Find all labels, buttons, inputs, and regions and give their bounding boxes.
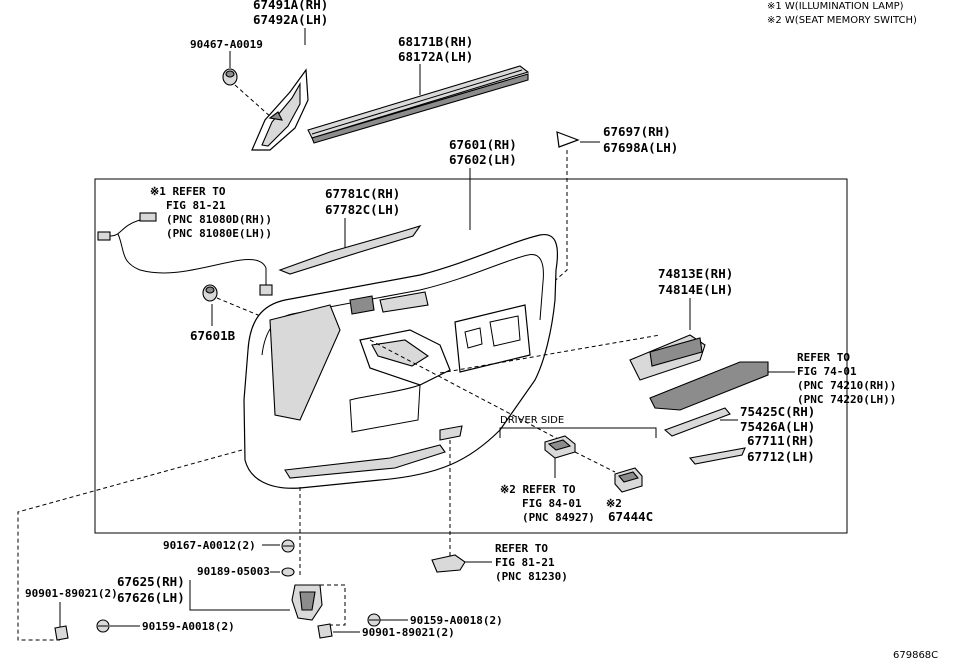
label-67626: 67626(LH) — [117, 590, 185, 605]
belt-moulding-68171b — [307, 65, 530, 144]
moulding-75425c — [663, 407, 731, 437]
bracket-67625 — [291, 584, 323, 621]
ref-81-21-line2: FIG 81-21 — [166, 199, 226, 212]
label-90159-right: 90159-A0018(2) — [410, 614, 503, 627]
ref-81-21b-line2: FIG 81-21 — [495, 556, 555, 569]
label-67492a: 67492A(LH) — [253, 12, 328, 27]
label-67601: 67601(RH) — [449, 137, 517, 152]
label-68172a: 68172A(LH) — [398, 49, 473, 64]
label-67602: 67602(LH) — [449, 152, 517, 167]
label-90159-left: 90159-A0018(2) — [142, 620, 235, 633]
label-90189: 90189-05003 — [197, 565, 270, 578]
figure-code: 679868C — [893, 650, 938, 661]
armrest-pad — [649, 361, 769, 411]
label-90467: 90467-A0019 — [190, 38, 263, 51]
label-67698a: 67698A(LH) — [603, 140, 678, 155]
upper-trim-67781c — [278, 225, 422, 275]
note-illumination: ※1 W(ILLUMINATION LAMP) — [767, 1, 904, 12]
driver-side-bracket — [499, 427, 657, 438]
label-67491a: 67491A(RH) — [253, 0, 328, 12]
ref-84-01-line2: FIG 84-01 — [522, 497, 582, 510]
label-67781c: 67781C(RH) — [325, 186, 400, 201]
clip-81230 — [431, 554, 466, 573]
ref-74-01-line1: REFER TO — [797, 351, 850, 364]
trim-strip-67711 — [688, 447, 746, 465]
ref-81-21-line3: (PNC 81080D(RH)) — [166, 213, 272, 226]
ref-81-21-line4: (PNC 81080E(LH)) — [166, 227, 272, 240]
label-90901-right: 90901-89021(2) — [362, 626, 455, 639]
ref-74-01-line4: (PNC 74220(LH)) — [797, 393, 896, 406]
label-67712: 67712(LH) — [747, 449, 815, 464]
corner-piece-67697 — [556, 131, 580, 148]
label-67601b: 67601B — [190, 328, 236, 343]
label-74813e: 74813E(RH) — [658, 266, 733, 281]
label-90167: 90167-A0012(2) — [163, 539, 256, 552]
wire-harness-illumination — [97, 212, 273, 296]
marker-67444c: ※2 — [606, 497, 622, 510]
label-90901-left: 90901-89021(2) — [25, 587, 118, 600]
label-67697: 67697(RH) — [603, 124, 671, 139]
label-67711: 67711(RH) — [747, 433, 815, 448]
ref-81-21b-line3: (PNC 81230) — [495, 570, 568, 583]
ref-84-01-line1: ※2 REFER TO — [500, 483, 576, 496]
clip-90467 — [222, 68, 238, 86]
ref-74-01-line2: FIG 74-01 — [797, 365, 857, 378]
screw-90159-right — [367, 613, 381, 627]
label-75426a: 75426A(LH) — [740, 419, 815, 434]
clip-90901-right — [317, 623, 333, 639]
label-67444c: 67444C — [608, 509, 653, 524]
bezel-67444c — [614, 467, 643, 493]
memory-switch-84927 — [544, 435, 576, 459]
door-trim-board-67601 — [243, 234, 559, 489]
label-68171b: 68171B(RH) — [398, 34, 473, 49]
note-seat-memory: ※2 W(SEAT MEMORY SWITCH) — [767, 15, 917, 26]
clip-67601b — [202, 284, 218, 302]
label-67625: 67625(RH) — [117, 574, 185, 589]
assembly-frame — [94, 178, 848, 534]
label-74814e: 74814E(LH) — [658, 282, 733, 297]
ref-74-01-line3: (PNC 74210(RH)) — [797, 379, 896, 392]
label-75425c: 75425C(RH) — [740, 404, 815, 419]
mirror-cover-67491a — [251, 68, 309, 151]
nut-90189 — [281, 567, 295, 577]
clip-90901-left — [54, 625, 69, 641]
screw-90167 — [281, 539, 295, 553]
driver-side-label: DRIVER SIDE — [500, 415, 564, 426]
ref-81-21-line1: ※1 REFER TO — [150, 185, 226, 198]
ref-81-21b-line1: REFER TO — [495, 542, 548, 555]
label-67782c: 67782C(LH) — [325, 202, 400, 217]
ref-84-01-line3: (PNC 84927) — [522, 511, 595, 524]
screw-90159-left — [96, 619, 110, 633]
window-switch-74813e — [629, 334, 706, 381]
